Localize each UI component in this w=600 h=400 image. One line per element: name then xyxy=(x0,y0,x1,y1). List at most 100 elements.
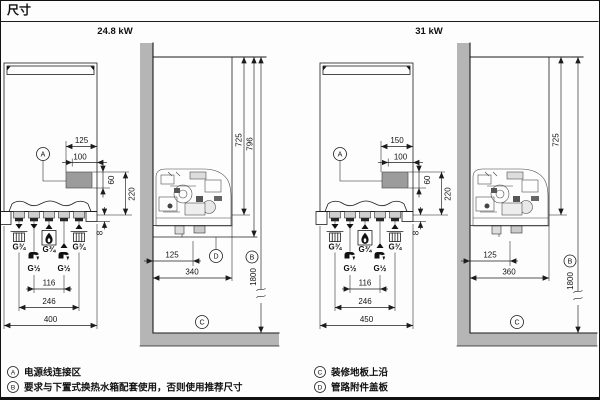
power-connection-box xyxy=(381,171,409,189)
dim-height-725: 725 xyxy=(552,57,564,215)
power-connection-box xyxy=(65,171,93,189)
callout-c-letter: C xyxy=(514,320,519,327)
dim-clearance-1800: B 1800 xyxy=(563,57,583,333)
dim-150-label: 150 xyxy=(390,136,404,145)
dim-220-label: 220 xyxy=(444,187,453,201)
legend-key-b: B xyxy=(11,384,15,391)
callout-a: A xyxy=(36,147,66,182)
dim-width: 400 xyxy=(3,224,98,329)
dim-8-label: 8 xyxy=(96,230,105,235)
dim-725-label: 725 xyxy=(235,133,244,147)
conn-dhw-label: G½ xyxy=(344,264,357,273)
dim-box-width: 100 xyxy=(378,153,423,167)
dim-725-label: 725 xyxy=(552,133,561,147)
model-label-31kw: 31 kW xyxy=(415,26,442,37)
callout-d: D xyxy=(209,237,223,263)
conn-return-label: G¾ xyxy=(389,243,403,252)
dim-width: 450 xyxy=(319,224,414,329)
dim-400-label: 400 xyxy=(44,315,58,324)
callout-c: C xyxy=(510,315,524,329)
conn-dhw-label: G½ xyxy=(28,264,41,273)
dim-pipe-spacing: 246 xyxy=(18,252,80,311)
dim-125-label: 125 xyxy=(165,251,179,260)
dim-pipe-offset-125: 125 xyxy=(144,241,201,266)
callout-d-letter: D xyxy=(213,254,218,261)
dim-246-label: 246 xyxy=(358,297,372,306)
dim-60-label: 60 xyxy=(423,175,432,184)
conn-cold-label: G½ xyxy=(374,264,387,273)
conn-return-label: G¾ xyxy=(73,243,87,252)
callout-b-letter: B xyxy=(250,255,255,262)
dim-220-label: 220 xyxy=(128,187,137,201)
break-symbol xyxy=(256,288,266,299)
callout-a-letter: A xyxy=(41,152,46,159)
legend-text-d: 管路附件盖板 xyxy=(331,382,389,394)
conn-flow-label: G¾ xyxy=(13,243,27,252)
dim-125-label: 125 xyxy=(75,136,89,145)
dim-pipe-spacing: 246 xyxy=(334,252,396,311)
dim-340-label: 340 xyxy=(185,268,199,277)
dim-cover-height-796: 796 xyxy=(246,57,257,237)
legend-text-b: 要求与下置式换热水箱配套使用，否则使用推荐尺寸 xyxy=(24,382,243,394)
break-symbol xyxy=(573,290,583,301)
conn-flow-label: G¾ xyxy=(329,243,343,252)
callout-c-letter: C xyxy=(199,320,204,327)
dim-116-label: 116 xyxy=(359,279,372,288)
legend-text-a: 电源线连接区 xyxy=(24,367,82,379)
rail-corner-tick xyxy=(7,66,11,71)
callout-a: A xyxy=(333,147,382,182)
legend-key-d: D xyxy=(318,384,323,391)
dim-116-label: 116 xyxy=(43,279,56,288)
wall-section xyxy=(140,43,153,346)
dim-depth-340: 340 xyxy=(153,268,232,281)
dim-conn-gap: 8 xyxy=(412,207,426,235)
rail-corner-tick xyxy=(406,66,410,71)
boiler-31kw-front-view: A 150 100 60 220 xyxy=(315,62,453,329)
floor-section xyxy=(470,333,597,346)
dim-796-label: 796 xyxy=(246,137,255,151)
dim-125-label: 125 xyxy=(483,251,497,260)
model-label-24kw: 24.8 kW xyxy=(97,26,132,37)
rail-corner-tick xyxy=(323,66,327,71)
legend-key-a: A xyxy=(11,369,16,376)
dim-box-width: 100 xyxy=(62,153,107,167)
dim-clearance-1800: B 1800 xyxy=(245,57,266,333)
dim-conn-height: 220 xyxy=(97,172,137,216)
dim-360-label: 360 xyxy=(502,268,516,277)
dim-conn-gap: 8 xyxy=(96,207,110,235)
conn-cold-label: G½ xyxy=(58,264,71,273)
legend-text-c: 装修地板上沿 xyxy=(330,367,389,379)
dim-faucet-spacing: 116 xyxy=(26,275,72,293)
dim-1800-label: 1800 xyxy=(566,272,575,290)
dim-100-label: 100 xyxy=(73,153,87,162)
dim-450-label: 450 xyxy=(360,315,374,324)
dim-box-offset: 125 xyxy=(65,136,97,172)
dim-box-height: 60 xyxy=(408,162,445,198)
boiler-24kw-front-view: A 125 100 60 220 xyxy=(0,62,137,329)
callout-b-circle xyxy=(563,254,577,268)
conn-gas-label: G¾ xyxy=(43,245,57,254)
dim-conn-height: 220 xyxy=(413,172,453,216)
boiler-24kw-side-view: 725 796 B 1800 D C 125 xyxy=(139,42,280,347)
conn-gas-label: G¾ xyxy=(359,245,373,254)
legend-item-b: B 要求与下置式换热水箱配套使用，否则使用推荐尺寸 xyxy=(7,381,243,394)
page-title: 尺寸 xyxy=(7,2,31,17)
dim-100-label: 100 xyxy=(394,153,408,162)
callout-b-letter: B xyxy=(568,259,573,266)
wall-section xyxy=(457,43,470,346)
callout-b-circle xyxy=(245,250,259,264)
bottom-border xyxy=(0,397,600,400)
legend-key-c: C xyxy=(318,369,323,376)
dim-1800-label: 1800 xyxy=(249,268,258,286)
dim-box-height: 60 xyxy=(92,162,129,198)
boiler-31kw-side-view: 725 B 1800 C 125 360 xyxy=(456,42,598,347)
dim-faucet-spacing: 116 xyxy=(342,275,388,293)
floor-section xyxy=(153,333,279,346)
callout-a-letter: A xyxy=(338,152,343,159)
dim-pipe-offset-125: 125 xyxy=(461,241,518,266)
legend: A 电源线连接区 B 要求与下置式换热水箱配套使用，否则使用推荐尺寸 C 装修地… xyxy=(7,366,389,394)
